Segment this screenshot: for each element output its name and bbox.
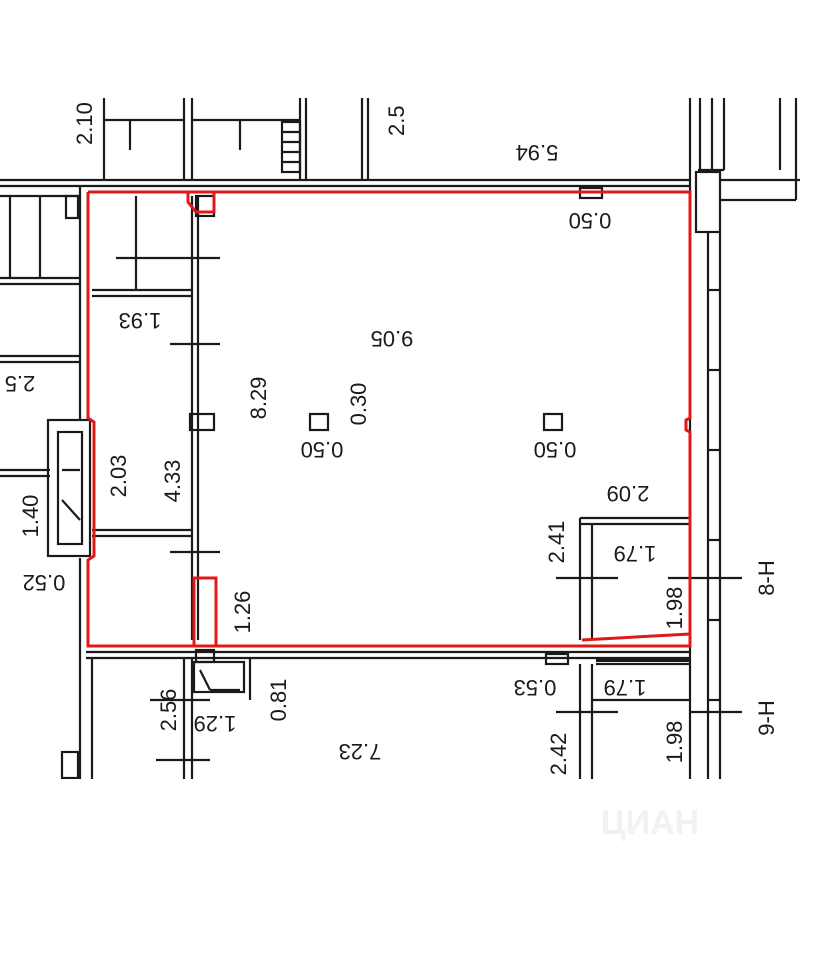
label-top-partial: 2.10 [72, 102, 97, 145]
label-room-050-right: 0.50 [534, 437, 577, 462]
label-bottom-179: 1.79 [604, 675, 647, 700]
label-left-140: 1.40 [18, 495, 43, 538]
label-top-594: 5.94 [516, 140, 559, 165]
label-bottom-256: 2.56 [156, 689, 181, 732]
label-room-193: 1.93 [119, 308, 162, 333]
label-bottom-081: 0.81 [266, 679, 291, 722]
label-left-203: 2.03 [106, 455, 131, 498]
selected-premises-outline [86, 190, 692, 648]
label-room-030: 0.30 [346, 383, 371, 426]
surrounding-walls [0, 98, 835, 781]
dimension-labels: 2.10 2.5 5.94 0.50 1.93 9.05 2.5 8.29 0.… [5, 102, 779, 775]
label-room-126: 1.26 [230, 591, 255, 634]
label-left-25: 2.5 [5, 371, 36, 396]
label-left-052: 0.52 [23, 570, 66, 595]
label-room-905: 9.05 [371, 326, 414, 351]
label-axis-9: 9-H [754, 700, 779, 735]
label-room-829: 8.29 [246, 377, 271, 420]
label-room-179-top: 1.79 [614, 541, 657, 566]
label-bottom-198: 1.98 [662, 721, 687, 764]
label-bottom-129: 1.29 [194, 711, 237, 736]
watermark-text: ЦИАН [601, 804, 699, 842]
label-bottom-053: 0.53 [514, 675, 557, 700]
label-top-25: 2.5 [384, 105, 409, 136]
label-room-198-top: 1.98 [662, 587, 687, 630]
label-bottom-242: 2.42 [546, 733, 571, 776]
label-room-241: 2.41 [544, 521, 569, 564]
label-axis-8: 8-H [754, 560, 779, 595]
label-left-433: 4.33 [160, 460, 185, 503]
label-room-209: 2.09 [607, 481, 650, 506]
label-room-050-top: 0.50 [569, 208, 612, 233]
label-bottom-723: 7.23 [339, 739, 382, 764]
label-room-050-left: 0.50 [301, 437, 344, 462]
